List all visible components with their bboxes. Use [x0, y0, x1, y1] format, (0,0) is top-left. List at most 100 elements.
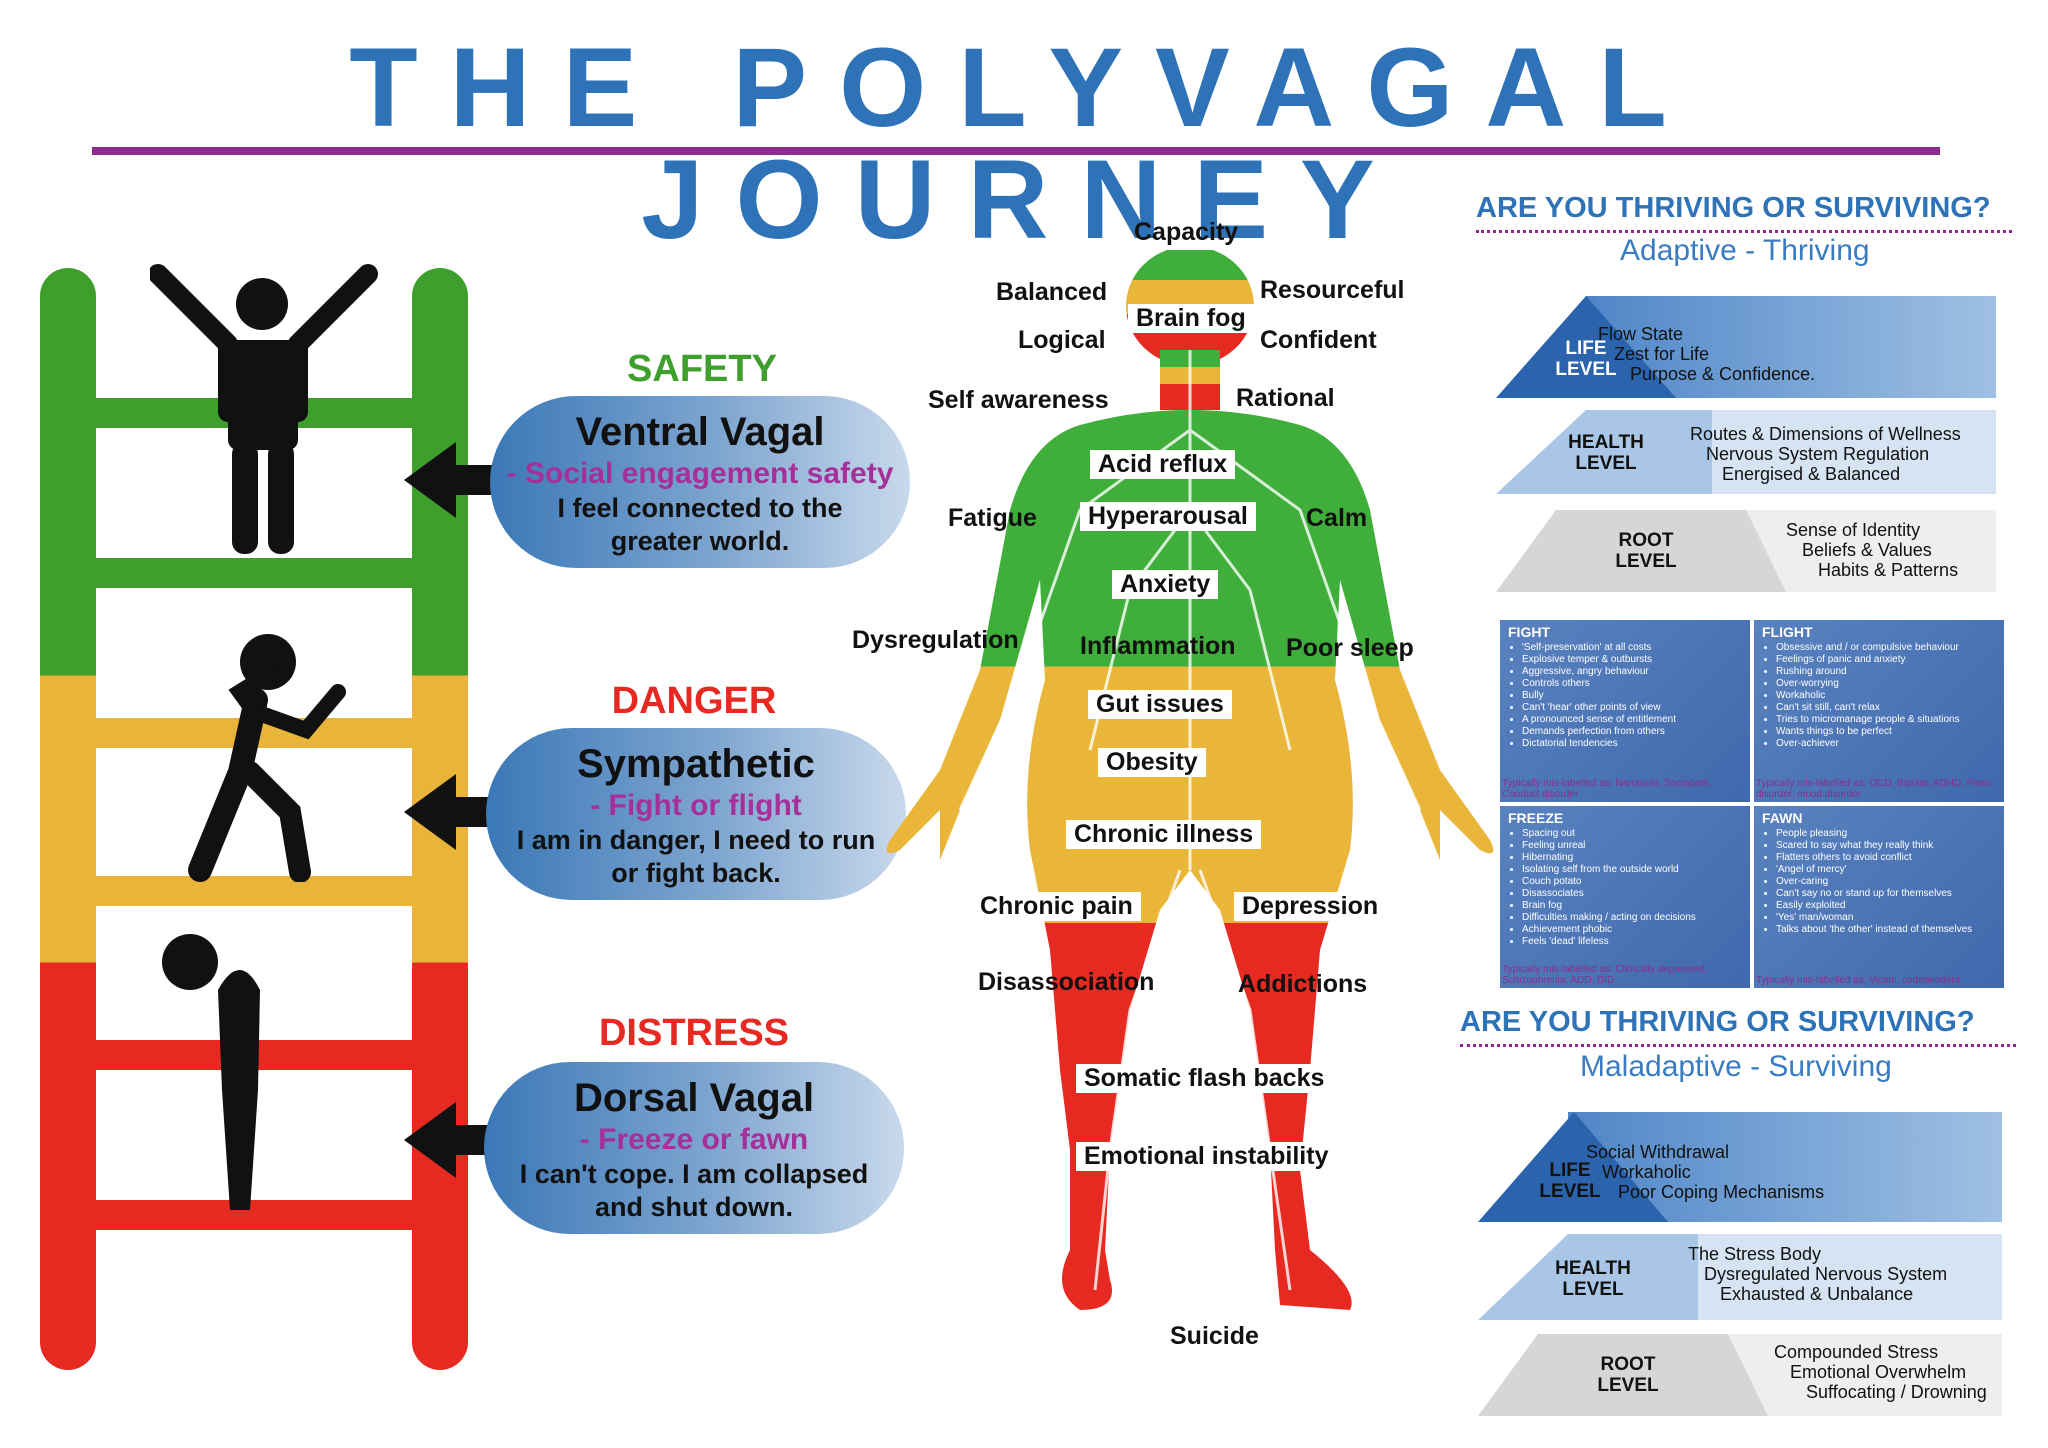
level-line: Energised & Balanced: [1722, 464, 1901, 484]
list-item: Achievement phobic: [1522, 924, 1742, 936]
pyramid-icon: [1496, 296, 1996, 398]
level-line: Beliefs & Values: [1802, 540, 1932, 560]
level-label-line: HEALTH: [1555, 1258, 1631, 1279]
level-label: LIFE LEVEL: [1530, 1160, 1610, 1202]
sympathetic-card: Sympathetic - Fight or flight I am in da…: [486, 728, 906, 900]
thriving-health-level: HEALTH LEVEL Routes & Dimensions of Well…: [1496, 408, 1996, 512]
level-label: HEALTH LEVEL: [1556, 432, 1656, 474]
list-item: Workaholic: [1776, 690, 1996, 702]
level-label-line: LEVEL: [1562, 1279, 1624, 1300]
ladder-rung: [96, 558, 412, 588]
label-logical: Logical: [1018, 326, 1106, 354]
surviving-heading: ARE YOU THRIVING OR SURVIVING?: [1460, 1006, 1975, 1038]
card-title: Sympathetic: [577, 742, 815, 786]
label-fatigue: Fatigue: [948, 504, 1037, 532]
thriving-heading: ARE YOU THRIVING OR SURVIVING?: [1476, 192, 1991, 224]
arrow-left-icon: [404, 442, 456, 518]
level-line: Routes & Dimensions of Wellness: [1690, 424, 1961, 444]
fighting-person-icon: [188, 634, 346, 882]
list-item: Over-worrying: [1776, 678, 1996, 690]
thriving-life-level: LIFE LEVEL Flow State Zest for Life Purp…: [1496, 294, 1996, 398]
label-disassociation: Disassociation: [978, 968, 1155, 996]
level-label: ROOT LEVEL: [1578, 1354, 1678, 1396]
level-line: Social Withdrawal: [1586, 1142, 1730, 1162]
level-label: ROOT LEVEL: [1596, 530, 1696, 572]
label-rational: Rational: [1236, 384, 1335, 412]
card-subtitle: - Fight or flight: [590, 789, 802, 822]
ladder-rail-left: [40, 268, 96, 1370]
label-hyperarousal: Hyperarousal: [1080, 502, 1256, 531]
level-label-line: LEVEL: [1555, 359, 1617, 380]
level-label-line: LIFE: [1549, 1160, 1591, 1181]
level-label-line: LEVEL: [1597, 1375, 1659, 1396]
panel-note: Typically mis-labelled as: Clinically de…: [1502, 964, 1708, 986]
level-line: Habits & Patterns: [1818, 560, 1959, 580]
list-item: 'Angel of mercy': [1776, 864, 1996, 876]
safety-heading: SAFETY: [627, 348, 777, 390]
level-label: HEALTH LEVEL: [1538, 1258, 1648, 1300]
pyramid-icon: [1496, 410, 1996, 494]
level-line: The Stress Body: [1688, 1244, 1822, 1264]
list-item: Scared to say what they really think: [1776, 840, 1996, 852]
list-item: Controls others: [1522, 678, 1742, 690]
arrow-stem: [452, 465, 492, 495]
level-label-line: LEVEL: [1575, 453, 1637, 474]
panel-title: FAWN: [1762, 810, 1803, 826]
list-item: Feeling unreal: [1522, 840, 1742, 852]
ventral-vagal-card: Ventral Vagal - Social engagement safety…: [490, 396, 910, 568]
panel-note: Typically mis-labelled as: Victim, codep…: [1756, 975, 1960, 986]
list-item: Spacing out: [1522, 828, 1742, 840]
list-item: Disassociates: [1522, 888, 1742, 900]
pyramid-icon: [1496, 510, 1996, 592]
level-line: Purpose & Confidence.: [1630, 364, 1816, 384]
list-item: Couch potato: [1522, 876, 1742, 888]
panel-title: FIGHT: [1508, 624, 1550, 640]
list-item: Flatters others to avoid conflict: [1776, 852, 1996, 864]
list-item: Hibernating: [1522, 852, 1742, 864]
surviving-life-level: LIFE LEVEL Social Withdrawal Workaholic …: [1478, 1110, 2002, 1222]
dorsal-vagal-card: Dorsal Vagal - Freeze or fawn I can't co…: [484, 1062, 904, 1234]
label-capacity: Capacity: [1134, 218, 1239, 246]
label-chronic-pain: Chronic pain: [972, 892, 1141, 921]
thriving-subheading: Adaptive - Thriving: [1620, 234, 1870, 267]
panel-list: People pleasing Scared to say what they …: [1762, 828, 1996, 936]
list-item: Easily exploited: [1776, 900, 1996, 912]
surviving-root-level: ROOT LEVEL Compounded Stress Emotional O…: [1478, 1332, 2002, 1436]
level-line: Zest for Life: [1614, 344, 1710, 364]
list-item: Over-caring: [1776, 876, 1996, 888]
label-suicide: Suicide: [1170, 1322, 1259, 1350]
flight-panel: FLIGHT Obsessive and / or compulsive beh…: [1754, 620, 2004, 802]
panel-title: FREEZE: [1508, 810, 1564, 826]
arrow-left-icon: [404, 1102, 456, 1178]
label-brain-fog: Brain fog: [1128, 304, 1254, 333]
distress-heading: DISTRESS: [598, 1012, 790, 1054]
freeze-panel: FREEZE Spacing out Feeling unreal Hibern…: [1500, 806, 1750, 988]
panel-list: Spacing out Feeling unreal Hibernating I…: [1508, 828, 1742, 948]
level-line: Workaholic: [1602, 1162, 1691, 1182]
list-item: Isolating self from the outside world: [1522, 864, 1742, 876]
list-item: Can't say no or stand up for themselves: [1776, 888, 1996, 900]
label-depression: Depression: [1234, 892, 1387, 921]
joyful-person-icon: [150, 264, 378, 554]
level-line: Nervous System Regulation: [1706, 444, 1930, 464]
level-line: Flow State: [1598, 324, 1684, 344]
level-label-line: LEVEL: [1615, 551, 1677, 572]
list-item: 'Self-preservation' at all costs: [1522, 642, 1742, 654]
list-item: Talks about 'the other' instead of thems…: [1776, 924, 1996, 936]
list-item: Rushing around: [1776, 666, 1996, 678]
level-line: Emotional Overwhelm: [1790, 1362, 1967, 1382]
panel-title: FLIGHT: [1762, 624, 1813, 640]
title-underline: [92, 147, 1940, 155]
pyramid-icon: [1478, 1234, 2002, 1320]
label-acid-reflux: Acid reflux: [1090, 450, 1236, 479]
label-resourceful: Resourceful: [1260, 276, 1405, 304]
surviving-health-level: HEALTH LEVEL The Stress Body Dysregulate…: [1478, 1232, 2002, 1336]
label-self-awareness: Self awareness: [928, 386, 1109, 414]
card-subtitle: - Social engagement safety: [506, 457, 894, 490]
label-gut-issues: Gut issues: [1088, 690, 1232, 719]
list-item: Difficulties making / acting on decision…: [1522, 912, 1742, 924]
label-balanced: Balanced: [996, 278, 1108, 306]
heading-divider: [1460, 1044, 2016, 1047]
list-item: Aggressive, angry behaviour: [1522, 666, 1742, 678]
label-dysregulation: Dysregulation: [852, 626, 1019, 654]
